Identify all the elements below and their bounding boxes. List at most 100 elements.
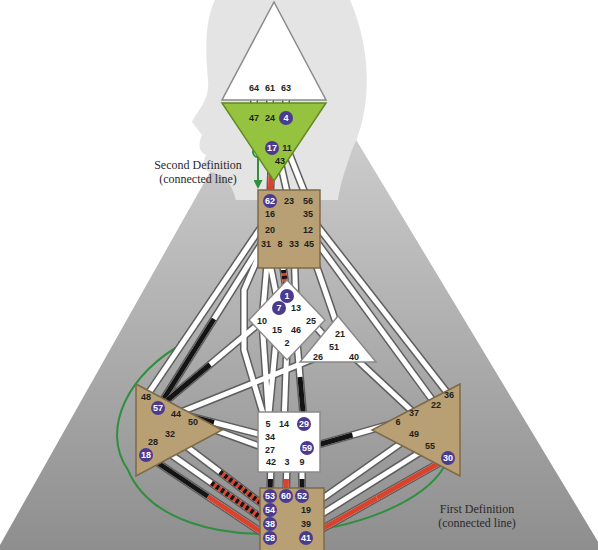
definition-arrow (257, 157, 259, 187)
gate-slot: 8 (277, 239, 282, 249)
gate-slot: 22 (431, 400, 441, 410)
active-gate-number: 17 (265, 141, 279, 155)
gate-number: 43 (275, 156, 285, 166)
gate-number: 26 (313, 352, 323, 362)
gate-slot: 10 (257, 316, 267, 326)
channel-line (158, 321, 262, 408)
gate-slot: 49 (409, 429, 419, 439)
gate-slot: 47 (249, 113, 259, 123)
gate-slot: 26 (313, 352, 323, 362)
center-shape (222, 2, 326, 100)
gate-slot: 6 (395, 417, 400, 427)
gate-number: 19 (301, 505, 311, 515)
gate-slot: 61 (265, 83, 275, 93)
gate-slot: 63 (281, 83, 291, 93)
gate-number: 34 (265, 432, 275, 442)
gate-slot: 58 (263, 531, 277, 545)
callout-label: Second Definition (connected line) (146, 158, 250, 186)
gate-number: 47 (249, 113, 259, 123)
center-outline (300, 316, 376, 362)
callout-label: First Definition (connected line) (425, 502, 529, 530)
gate-slot: 42 (266, 457, 276, 467)
gate-slot: 25 (306, 316, 316, 326)
channel-stroke (306, 458, 448, 538)
active-gate-number: 53 (263, 489, 277, 503)
gate-number: 15 (272, 325, 282, 335)
gate-number: 22 (431, 400, 441, 410)
gate-number: 49 (409, 429, 419, 439)
gate-slot: 50 (188, 417, 198, 427)
gate-number: 46 (291, 325, 301, 335)
gate-slot: 43 (275, 156, 285, 166)
gate-slot: 32 (165, 429, 175, 439)
channel-line (308, 230, 436, 405)
gate-number: 44 (171, 409, 181, 419)
energy-center: 64 61 63 (222, 2, 326, 100)
channel-line (176, 357, 318, 414)
gate-slot: 64 (249, 83, 259, 93)
gate-slot: 36 (444, 390, 454, 400)
energy-center: 21512640 (300, 316, 376, 362)
gate-number: 32 (165, 429, 175, 439)
active-gate-number: 59 (300, 441, 314, 455)
gate-number: 28 (148, 437, 158, 447)
gate-slot: 2 (284, 338, 289, 348)
gate-number: 24 (265, 113, 275, 123)
active-gate-number: 18 (139, 448, 153, 462)
gate-number: 3 (284, 457, 289, 467)
gate-number: 14 (279, 419, 289, 429)
gate-slot: 41 (299, 531, 313, 545)
active-gate-number: 38 (263, 517, 277, 531)
gate-number: 61 (265, 83, 275, 93)
gate-slot: 59 (300, 441, 314, 455)
gate-slot: 35 (303, 209, 313, 219)
gate-slot: 13 (291, 303, 301, 313)
gate-number: 64 (249, 83, 259, 93)
gate-number: 51 (329, 342, 339, 352)
channel-stroke (146, 455, 270, 538)
active-gate-number: 54 (263, 503, 277, 517)
channel-line (146, 455, 270, 538)
active-gate-number: 29 (297, 417, 311, 431)
gate-number: 5 (265, 419, 270, 429)
gate-slot: 33 (289, 239, 299, 249)
gate-number: 16 (265, 209, 275, 219)
gate-number: 13 (291, 303, 301, 313)
gate-slot: 52 (295, 489, 309, 503)
gate-slot: 45 (304, 239, 314, 249)
gate-number: 40 (349, 352, 359, 362)
gate-slot: 3 (284, 457, 289, 467)
gate-slot: 19 (301, 505, 311, 515)
gate-slot: 4 (279, 111, 293, 125)
gate-number: 10 (257, 316, 267, 326)
gate-slot: 54 (263, 503, 277, 517)
energy-center: 536052541938395841 (260, 488, 324, 550)
gate-number: 9 (299, 457, 304, 467)
gate-slot: 56 (303, 196, 313, 206)
active-gate-number: 57 (151, 401, 165, 415)
gate-number: 6 (395, 417, 400, 427)
channel-stroke (308, 214, 449, 395)
channel-stroke (158, 319, 214, 408)
gate-slot: 39 (301, 519, 311, 529)
gate-slot: 7 (272, 301, 286, 315)
body-triangle (0, 30, 598, 550)
gate-number: 25 (306, 316, 316, 326)
energy-center: 3622637495530 (372, 384, 460, 476)
channel-line (354, 357, 414, 413)
gate-slot: 55 (425, 441, 435, 451)
gate-slot: 18 (139, 448, 153, 462)
gate-slot: 17 (265, 141, 279, 155)
center-shape (300, 316, 376, 362)
energy-center: 622356163520123183345 (258, 190, 320, 268)
gate-number: 8 (277, 239, 282, 249)
gate-number: 48 (141, 392, 151, 402)
gate-number: 2 (284, 338, 289, 348)
gate-slot: 44 (171, 409, 181, 419)
gate-slot: 29 (297, 417, 311, 431)
center-shape (260, 488, 324, 550)
gate-slot: 16 (265, 209, 275, 219)
gate-slot: 15 (272, 325, 282, 335)
gate-slot: 14 (279, 419, 289, 429)
gate-slot: 20 (265, 225, 275, 235)
